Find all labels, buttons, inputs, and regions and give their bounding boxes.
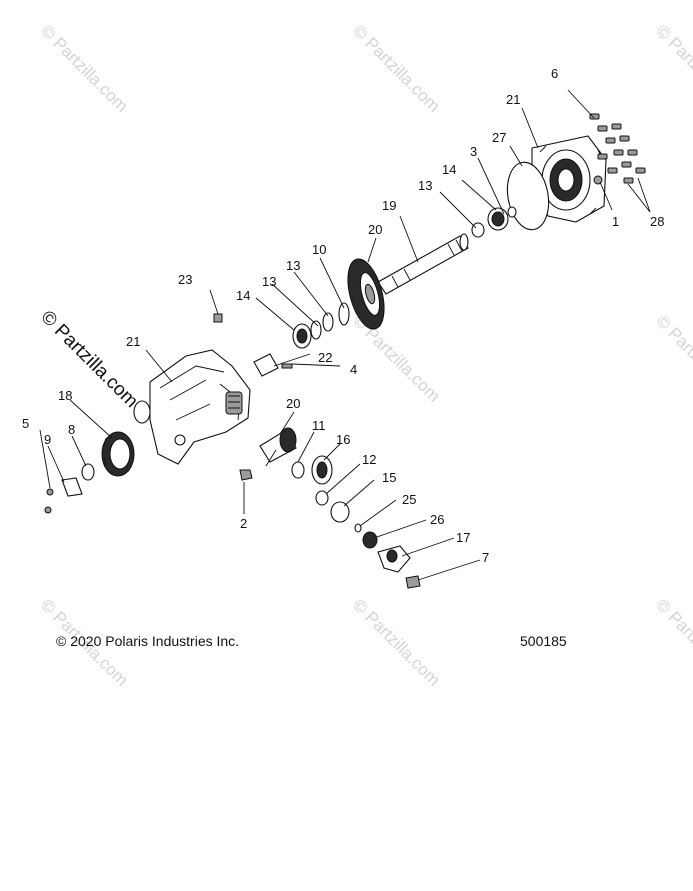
ring-gear (347, 258, 385, 330)
callout-6: 6 (551, 66, 558, 81)
watermark: © Partzilla.com (349, 21, 443, 115)
callout-10: 10 (312, 242, 326, 257)
yoke (377, 545, 421, 589)
callout-13: 13 (418, 178, 432, 193)
callout-15: 15 (382, 470, 396, 485)
callout-14: 14 (442, 162, 456, 177)
callout-14: 14 (236, 288, 250, 303)
callout-9: 9 (44, 432, 51, 447)
copyright-text: © 2020 Polaris Industries Inc. (56, 633, 239, 649)
fastener-group-left (44, 463, 95, 514)
housing-seal (133, 400, 151, 424)
watermark-layer: © Partzilla.com © Partzilla.com © Partzi… (37, 21, 693, 689)
callout-18: 18 (58, 388, 72, 403)
callout-1: 1 (612, 214, 619, 229)
bolt-set (589, 113, 646, 185)
watermark: © Partzilla.com (37, 21, 131, 115)
callout-12: 12 (362, 452, 376, 467)
callout-23: 23 (178, 272, 192, 287)
parts-drawing: © Partzilla.com (36, 113, 646, 589)
callout-27: 27 (492, 130, 506, 145)
callout-21: 21 (126, 334, 140, 349)
watermark: © Partzilla.com (349, 311, 443, 405)
plug (213, 313, 223, 323)
callout-2: 2 (240, 516, 247, 531)
callout-25: 25 (402, 492, 416, 507)
callout-22: 22 (318, 350, 332, 365)
watermark-overlay: © Partzilla.com (36, 307, 141, 412)
callout-4: 4 (350, 362, 357, 377)
watermark: © Partzilla.com (349, 595, 443, 689)
callout-13: 13 (262, 274, 276, 289)
callout-5: 5 (22, 416, 29, 431)
callout-3: 3 (470, 144, 477, 159)
bearing-stack (291, 455, 378, 549)
pinion-gear (259, 427, 297, 467)
gasket (506, 161, 550, 231)
rear-cover (531, 135, 607, 223)
callout-19: 19 (382, 198, 396, 213)
callout-8: 8 (68, 422, 75, 437)
shaft (377, 233, 469, 295)
callout-11: 11 (312, 418, 326, 433)
callout-7: 7 (482, 550, 489, 565)
bearing-top (471, 206, 517, 238)
callout-labels: 6 21 27 3 14 13 19 1 28 20 10 13 13 14 2… (22, 66, 664, 565)
callout-26: 26 (430, 512, 444, 527)
watermark: © Partzilla.com (652, 21, 693, 115)
callout-20: 20 (286, 396, 300, 411)
callout-28: 28 (650, 214, 664, 229)
leader-lines (39, 89, 651, 581)
nut (239, 469, 253, 481)
watermark: © Partzilla.com (652, 595, 693, 689)
pin-bracket (253, 353, 293, 377)
sprocket (101, 431, 135, 477)
callout-21: 21 (506, 92, 520, 107)
callout-16: 16 (336, 432, 350, 447)
ring-stack (292, 302, 350, 349)
watermark: © Partzilla.com (652, 311, 693, 405)
callout-13: 13 (286, 258, 300, 273)
callout-17: 17 (456, 530, 470, 545)
callout-20: 20 (368, 222, 382, 237)
diagram-number: 500185 (520, 633, 567, 649)
main-housing (149, 349, 251, 465)
